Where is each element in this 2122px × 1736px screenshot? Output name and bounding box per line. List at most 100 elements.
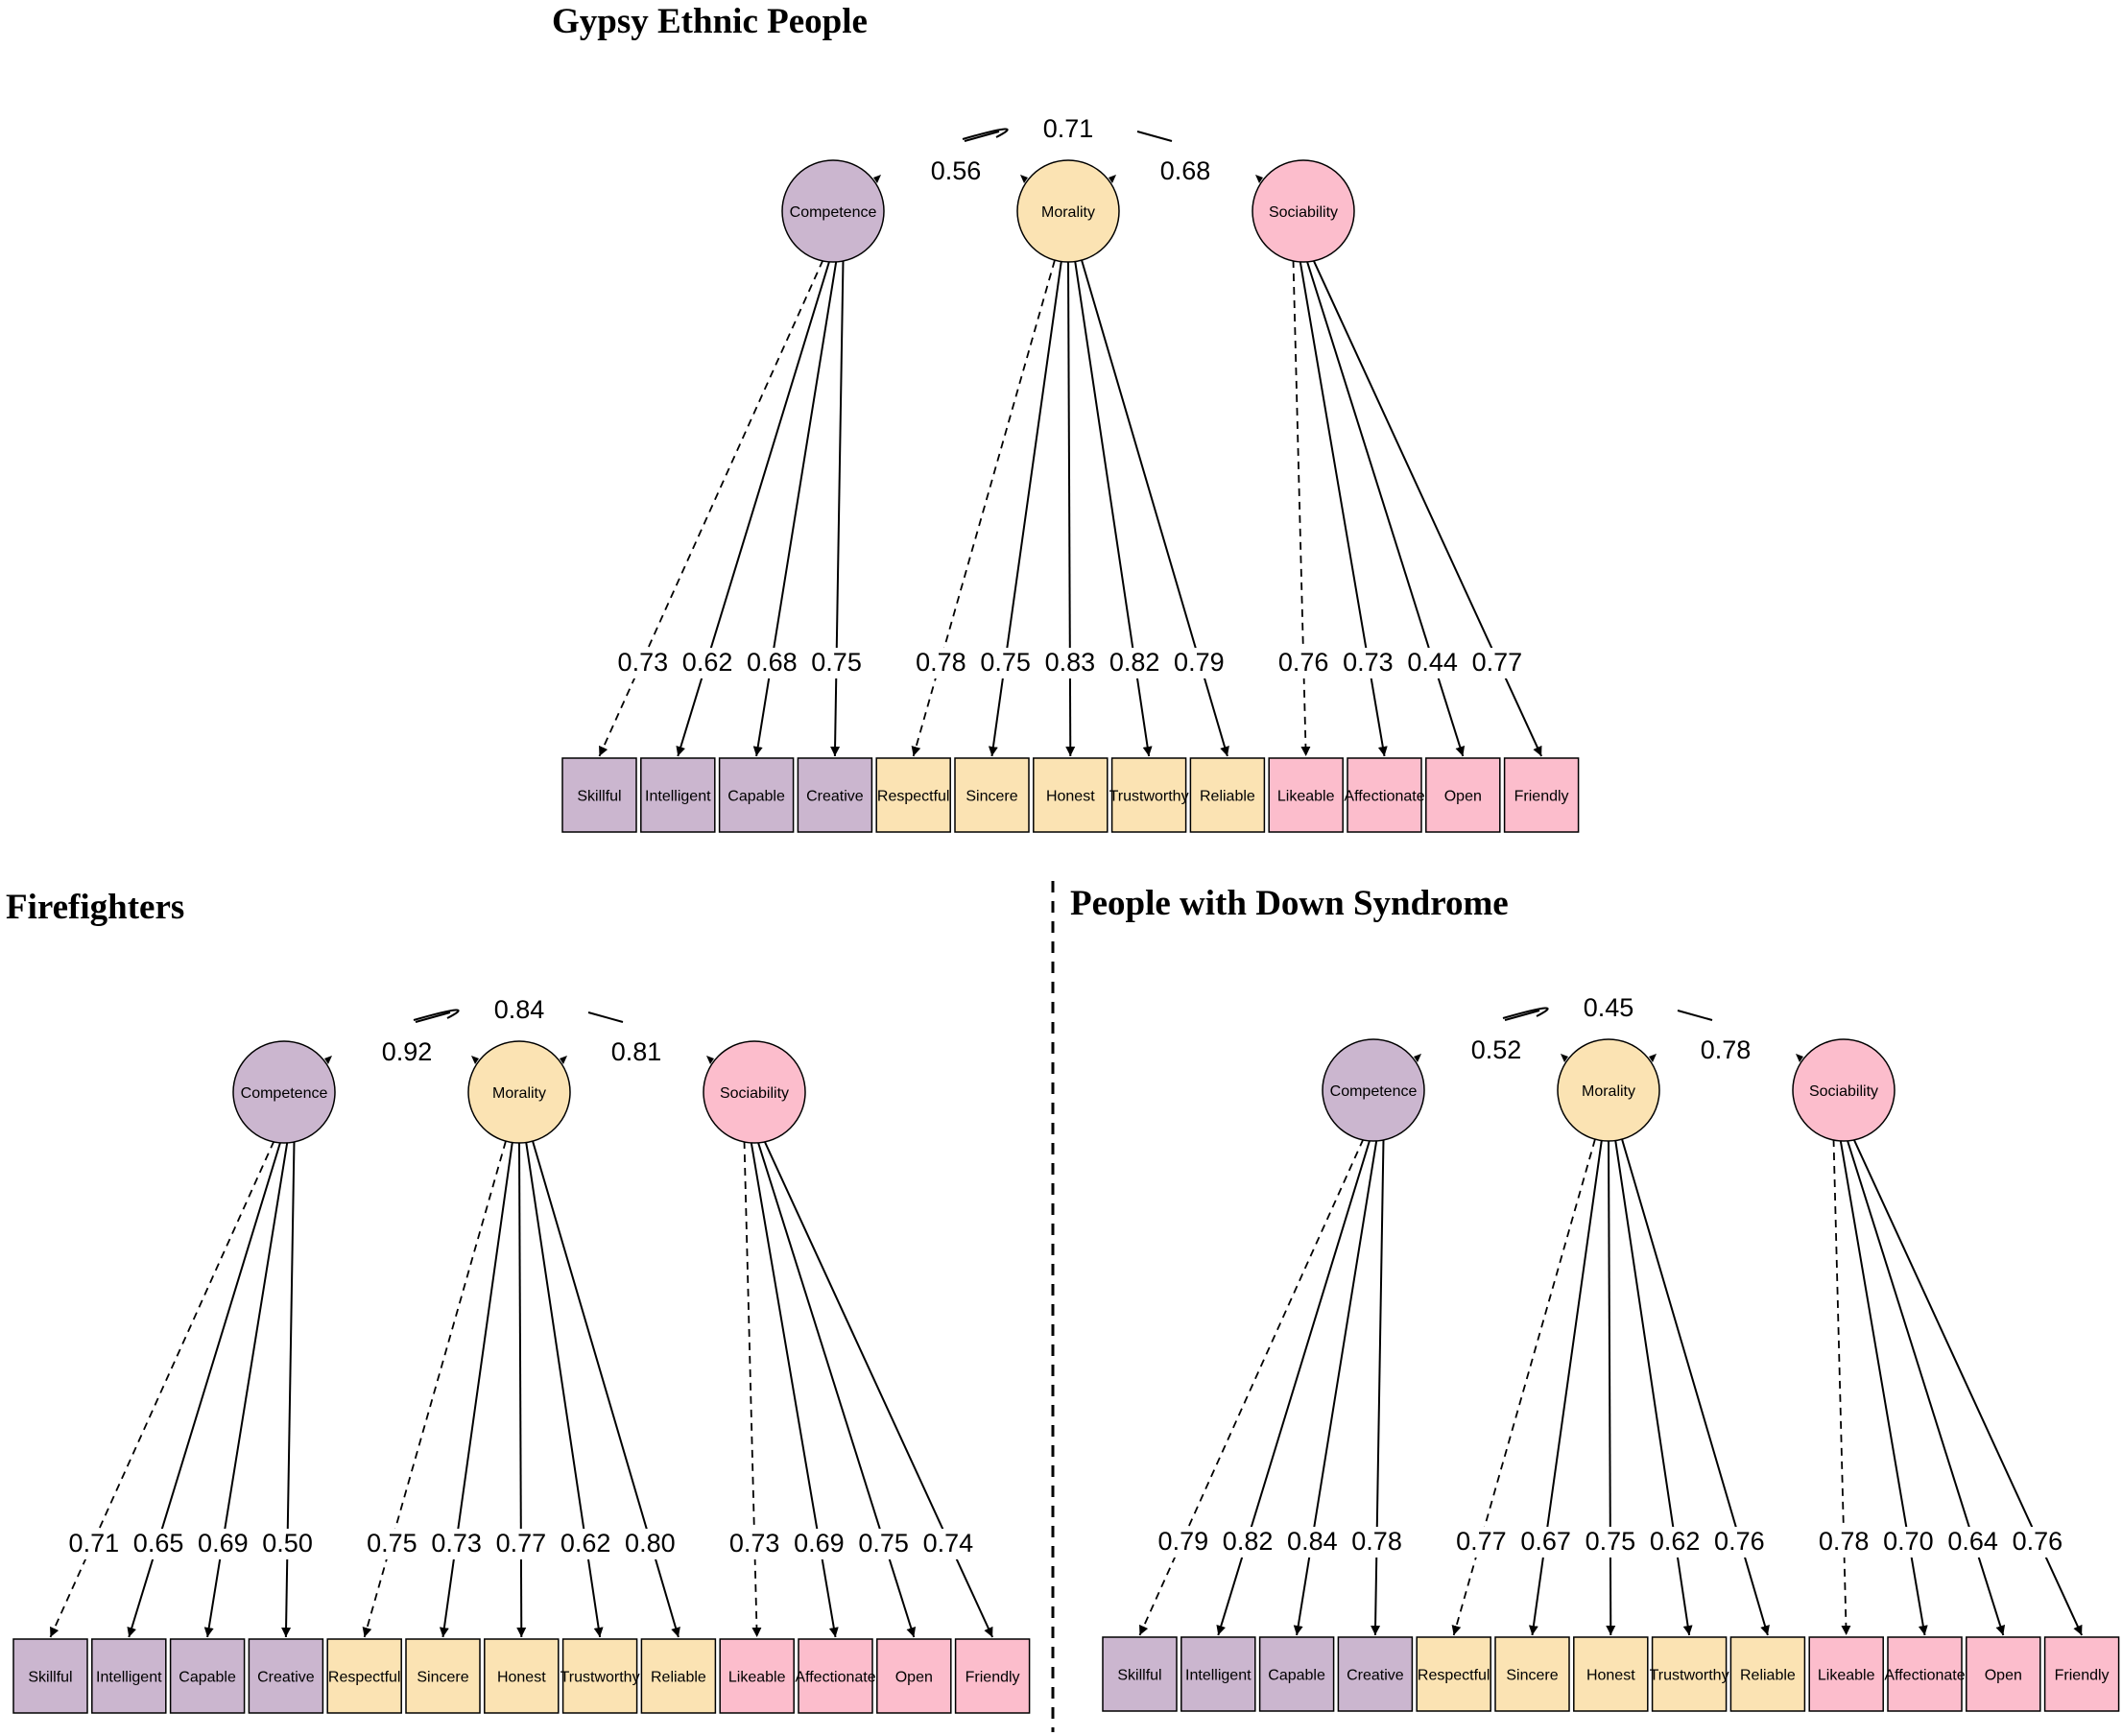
item-label: Intelligent — [96, 1670, 162, 1686]
loading-path — [756, 1140, 917, 1638]
item-box — [248, 1638, 324, 1714]
loading-label-bg — [131, 1529, 186, 1559]
loading-value: 0.75 — [367, 1529, 417, 1558]
loading-value: 0.44 — [1407, 648, 1458, 677]
correlation-arrowhead — [324, 1056, 332, 1064]
correlation-arc-segment — [415, 1011, 451, 1023]
item-box — [1110, 757, 1187, 833]
loading-path — [743, 1140, 762, 1638]
loading-path — [830, 259, 845, 757]
loading-value: 0.79 — [1158, 1527, 1209, 1556]
loading-label-bg — [1405, 648, 1460, 678]
item-label: Creative — [257, 1670, 315, 1686]
item-box — [1425, 757, 1501, 833]
loading-value: 0.67 — [1520, 1527, 1571, 1556]
factor-sociability — [1792, 1038, 1895, 1142]
item-box — [561, 1638, 638, 1714]
item-box — [405, 1638, 481, 1714]
item-label: Creative — [1347, 1668, 1404, 1684]
correlation-arrowhead — [1255, 175, 1263, 183]
loading-path — [1216, 1138, 1371, 1636]
loading-path — [1312, 259, 1543, 757]
loading-path — [1451, 1138, 1596, 1636]
loading-path — [1832, 1138, 1851, 1636]
item-label: Sincere — [417, 1670, 468, 1686]
item-box — [797, 757, 873, 833]
loading-path — [203, 1140, 289, 1638]
loading-path — [763, 1140, 994, 1638]
loading-value: 0.75 — [811, 648, 862, 677]
item-box — [1573, 1636, 1649, 1712]
loading-label-bg — [1221, 1527, 1276, 1558]
loading-label-bg — [1712, 1527, 1767, 1558]
item-box — [719, 1638, 795, 1714]
panel-title: Firefighters — [6, 888, 184, 927]
item-box — [1337, 1636, 1414, 1712]
item-label: Skillful — [1117, 1668, 1161, 1684]
loading-value: 0.83 — [1045, 648, 1096, 677]
loading-label-bg — [1648, 1527, 1703, 1558]
loading-value: 0.80 — [625, 1529, 676, 1558]
item-label: Open — [895, 1670, 933, 1686]
item-label: Reliable — [1740, 1668, 1796, 1684]
item-box — [640, 757, 716, 833]
factor-label: Competence — [241, 1085, 328, 1102]
factor-label: Morality — [492, 1085, 546, 1102]
item-label: Respectful — [328, 1670, 401, 1686]
loading-label-bg — [1583, 1527, 1637, 1558]
item-label: Reliable — [1200, 789, 1255, 805]
item-box — [1033, 757, 1109, 833]
correlation-competence-morality: 0.56 — [931, 156, 982, 185]
item-label: Friendly — [2055, 1668, 2110, 1684]
loading-value: 0.76 — [1278, 648, 1329, 677]
correlation-arrowhead — [706, 1056, 714, 1064]
correlation-arrowhead — [1649, 1054, 1657, 1062]
item-label: Skillful — [28, 1670, 72, 1686]
loading-label-bg — [1156, 1527, 1210, 1558]
correlation-arrowhead — [1796, 1054, 1803, 1062]
factor-label: Sociability — [720, 1085, 789, 1102]
loading-label-bg — [623, 1529, 678, 1559]
correlation-arrowhead — [1561, 1054, 1568, 1062]
factor-morality — [1557, 1038, 1660, 1142]
item-label: Intelligent — [645, 789, 711, 805]
loading-value: 0.76 — [1714, 1527, 1765, 1556]
loading-value: 0.75 — [980, 648, 1031, 677]
item-label: Intelligent — [1185, 1668, 1252, 1684]
item-label: Creative — [806, 789, 864, 805]
loading-path — [750, 1140, 839, 1638]
loading-value: 0.77 — [1472, 648, 1523, 677]
item-label: Affectionate — [795, 1670, 875, 1686]
panel-title: Gypsy Ethnic People — [552, 2, 868, 41]
item-label: Friendly — [966, 1670, 1020, 1686]
loading-path — [362, 1140, 507, 1638]
loading-label-bg — [66, 1529, 121, 1559]
loading-label-bg — [1945, 1527, 2000, 1558]
correlation-arc-top-left — [962, 128, 1009, 140]
loading-path — [525, 1140, 604, 1638]
item-box — [954, 1638, 1031, 1714]
item-box — [1651, 1636, 1728, 1712]
loading-value: 0.74 — [923, 1529, 974, 1558]
item-box — [91, 1638, 167, 1714]
loading-value: 0.79 — [1174, 648, 1225, 677]
loading-label-bg — [745, 648, 799, 678]
loading-label-bg — [365, 1529, 419, 1559]
factor-label: Sociability — [1809, 1083, 1878, 1100]
factor-sociability — [1252, 159, 1355, 263]
item-label: Likeable — [728, 1670, 786, 1686]
loading-label-bg — [429, 1529, 484, 1559]
correlation-arc-segment — [587, 1011, 624, 1023]
loading-value: 0.78 — [1819, 1527, 1870, 1556]
item-label: Likeable — [1277, 789, 1335, 805]
loading-label-bg — [493, 1529, 548, 1559]
loading-value: 0.50 — [262, 1529, 313, 1558]
factor-competence — [1322, 1038, 1425, 1142]
factor-competence — [781, 159, 885, 263]
loading-label-bg — [1454, 1527, 1509, 1558]
loading-label-bg — [856, 1529, 911, 1559]
loading-path — [988, 259, 1062, 757]
loading-label-bg — [1469, 648, 1524, 678]
item-label: Capable — [1268, 1668, 1325, 1684]
